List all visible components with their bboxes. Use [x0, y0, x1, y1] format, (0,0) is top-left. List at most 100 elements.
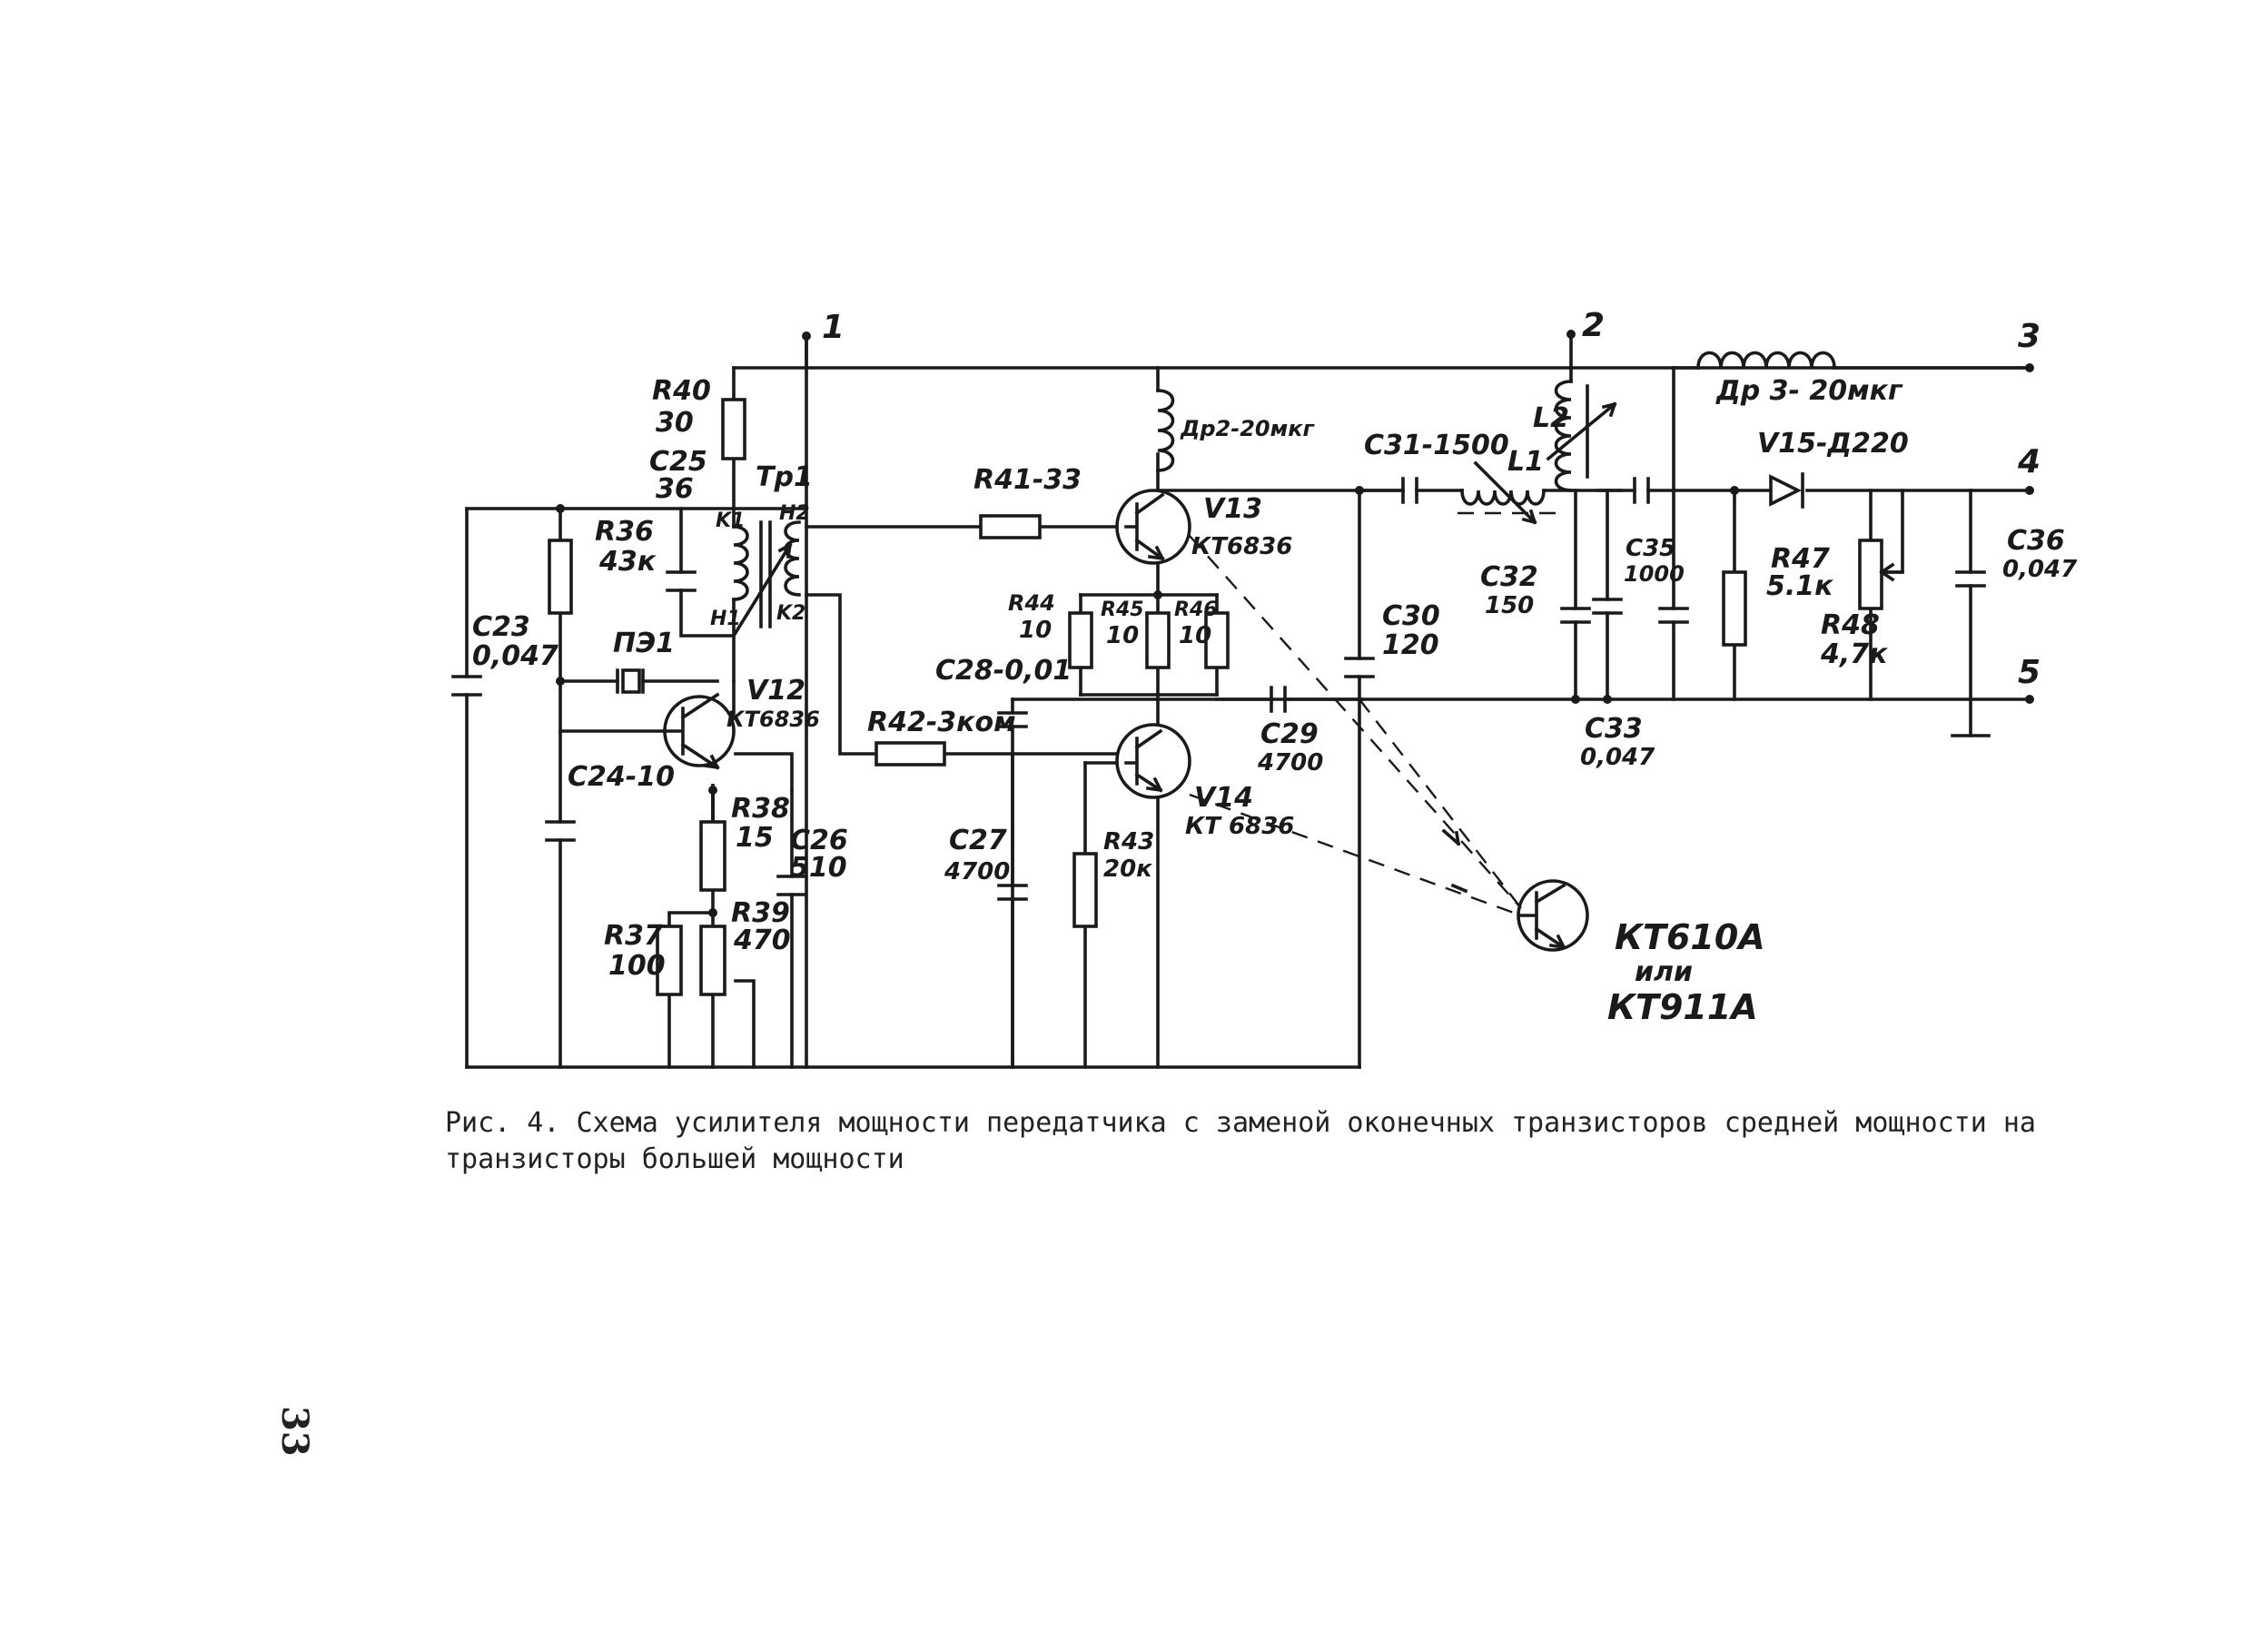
transistor-v13 [1115, 489, 1191, 565]
transistor-v14 [1115, 723, 1191, 799]
resistor-r41 [979, 514, 1042, 539]
label-c33-value: 0,047 [1580, 744, 1655, 771]
label-c27: C27 [949, 825, 1007, 856]
node-label-2: 2 [1582, 307, 1605, 344]
label-dr2: Др2-20мкг [1180, 416, 1316, 441]
label-dr3: Др 3- 20мкг [1715, 375, 1903, 407]
node-label-1: 1 [822, 309, 845, 346]
label-tr1: Tp1 [756, 461, 813, 493]
label-v14: V14 [1194, 782, 1253, 814]
resistor-r44 [1068, 611, 1093, 669]
label-r43-value: 20к [1103, 856, 1153, 883]
label-c26: C26 [790, 825, 848, 856]
label-c35-value: 1000 [1624, 561, 1685, 587]
label-l2: L2 [1533, 402, 1569, 434]
label-c27-value: 4700 [944, 858, 1010, 885]
label-l1: L1 [1507, 446, 1544, 478]
label-r47-value: 5.1к [1766, 570, 1833, 602]
label-v13-type: КТ6836 [1191, 533, 1292, 560]
label-c30-value: 120 [1382, 629, 1439, 661]
resistor-r46 [1204, 611, 1230, 669]
resistor-r48 [1858, 539, 1883, 610]
node-label-4: 4 [2017, 443, 2041, 480]
resistor-r42 [875, 741, 946, 767]
label-c33: C33 [1585, 713, 1643, 745]
label-c32: C32 [1480, 561, 1538, 593]
resistor-r39 [699, 925, 726, 996]
label-c23-value: 0,047 [472, 640, 558, 672]
transistor-v12 [663, 692, 736, 770]
label-r44-value: 10 [1019, 617, 1052, 644]
figure-caption: Рис. 4. Схема усилителя мощности передат… [445, 1107, 2036, 1175]
component-labels: 1 2 3 4 5 R40 30 C25 36 Tp1 K1 H2 H1 K2 … [472, 307, 2078, 1027]
label-v14-type: КТ 6836 [1185, 813, 1294, 840]
label-c36-value: 0,047 [2002, 556, 2078, 583]
label-r48-value: 4,7к [1820, 638, 1888, 670]
transistor-kt610a [1517, 879, 1589, 952]
label-c28: C28-0,01 [935, 655, 1072, 687]
label-r45: R45 [1101, 598, 1144, 621]
label-r38: R38 [731, 793, 790, 825]
label-r48: R48 [1821, 609, 1880, 641]
label-r37: R37 [604, 920, 663, 952]
resistor-r38 [699, 820, 726, 892]
label-c25: C25 [649, 446, 707, 478]
resistor-r37 [656, 925, 683, 996]
label-k2: K2 [776, 602, 805, 625]
label-r40-value: 30 [656, 407, 694, 439]
diode-v15 [1769, 472, 1804, 509]
label-r40: R40 [652, 375, 711, 407]
label-r36-value: 43к [598, 546, 657, 578]
label-c25-value: 36 [656, 473, 694, 505]
label-r41: R41-33 [973, 464, 1082, 496]
label-r46-value: 10 [1179, 622, 1211, 649]
label-replacement-type: КТ610А [1615, 917, 1765, 957]
label-r39-value: 470 [733, 925, 791, 956]
label-r38-value: 15 [736, 822, 774, 854]
label-r36: R36 [595, 516, 654, 548]
crystal-pe1 [621, 668, 641, 694]
label-c23: C23 [472, 611, 530, 643]
label-v13: V13 [1203, 493, 1262, 525]
capacitors [451, 477, 1986, 901]
resistor-r45 [1145, 611, 1171, 669]
label-c29: C29 [1260, 718, 1319, 750]
label-k1: K1 [716, 509, 745, 532]
node-label-5: 5 [2018, 654, 2041, 691]
label-r45-value: 10 [1106, 622, 1139, 649]
label-v15: V15-Д220 [1757, 428, 1909, 460]
choke-dr3 [1696, 351, 1836, 370]
label-r46: R46 [1174, 598, 1218, 621]
wires [465, 334, 2031, 1069]
label-r44: R44 [1008, 590, 1055, 616]
node-label-3: 3 [2018, 318, 2041, 355]
label-r43: R43 [1103, 828, 1154, 856]
label-c35: C35 [1626, 535, 1675, 562]
label-r47: R47 [1771, 543, 1830, 575]
label-c24: C24-10 [568, 761, 675, 793]
label-c32-value: 150 [1485, 592, 1534, 619]
label-replacement-alt: КТ911А [1607, 987, 1758, 1027]
label-c31: C31-1500 [1364, 430, 1509, 461]
label-v12-type: КТ6836 [726, 707, 820, 732]
inductor-l2 [1554, 380, 1573, 492]
resistor-r40 [721, 398, 746, 460]
label-pe1: ПЭ1 [613, 628, 675, 659]
resistor-r47 [1722, 570, 1747, 647]
choke-dr2 [1156, 389, 1175, 472]
label-v12: V12 [746, 675, 805, 707]
resistor-r36 [548, 539, 573, 615]
label-h1: H1 [710, 608, 741, 630]
label-replacement-or: или [1635, 956, 1693, 988]
label-h2: H2 [779, 502, 810, 525]
label-c36: C36 [2007, 525, 2065, 557]
label-r39: R39 [731, 897, 790, 929]
label-r42: R42-3ком [867, 707, 1016, 738]
label-c30: C30 [1382, 600, 1440, 632]
resistor-r43 [1072, 852, 1098, 928]
transformer-tr1 [731, 520, 801, 638]
inductor-l1 [1460, 489, 1546, 506]
label-r37-value: 100 [608, 950, 666, 982]
replacement-leaders [1189, 535, 1522, 917]
